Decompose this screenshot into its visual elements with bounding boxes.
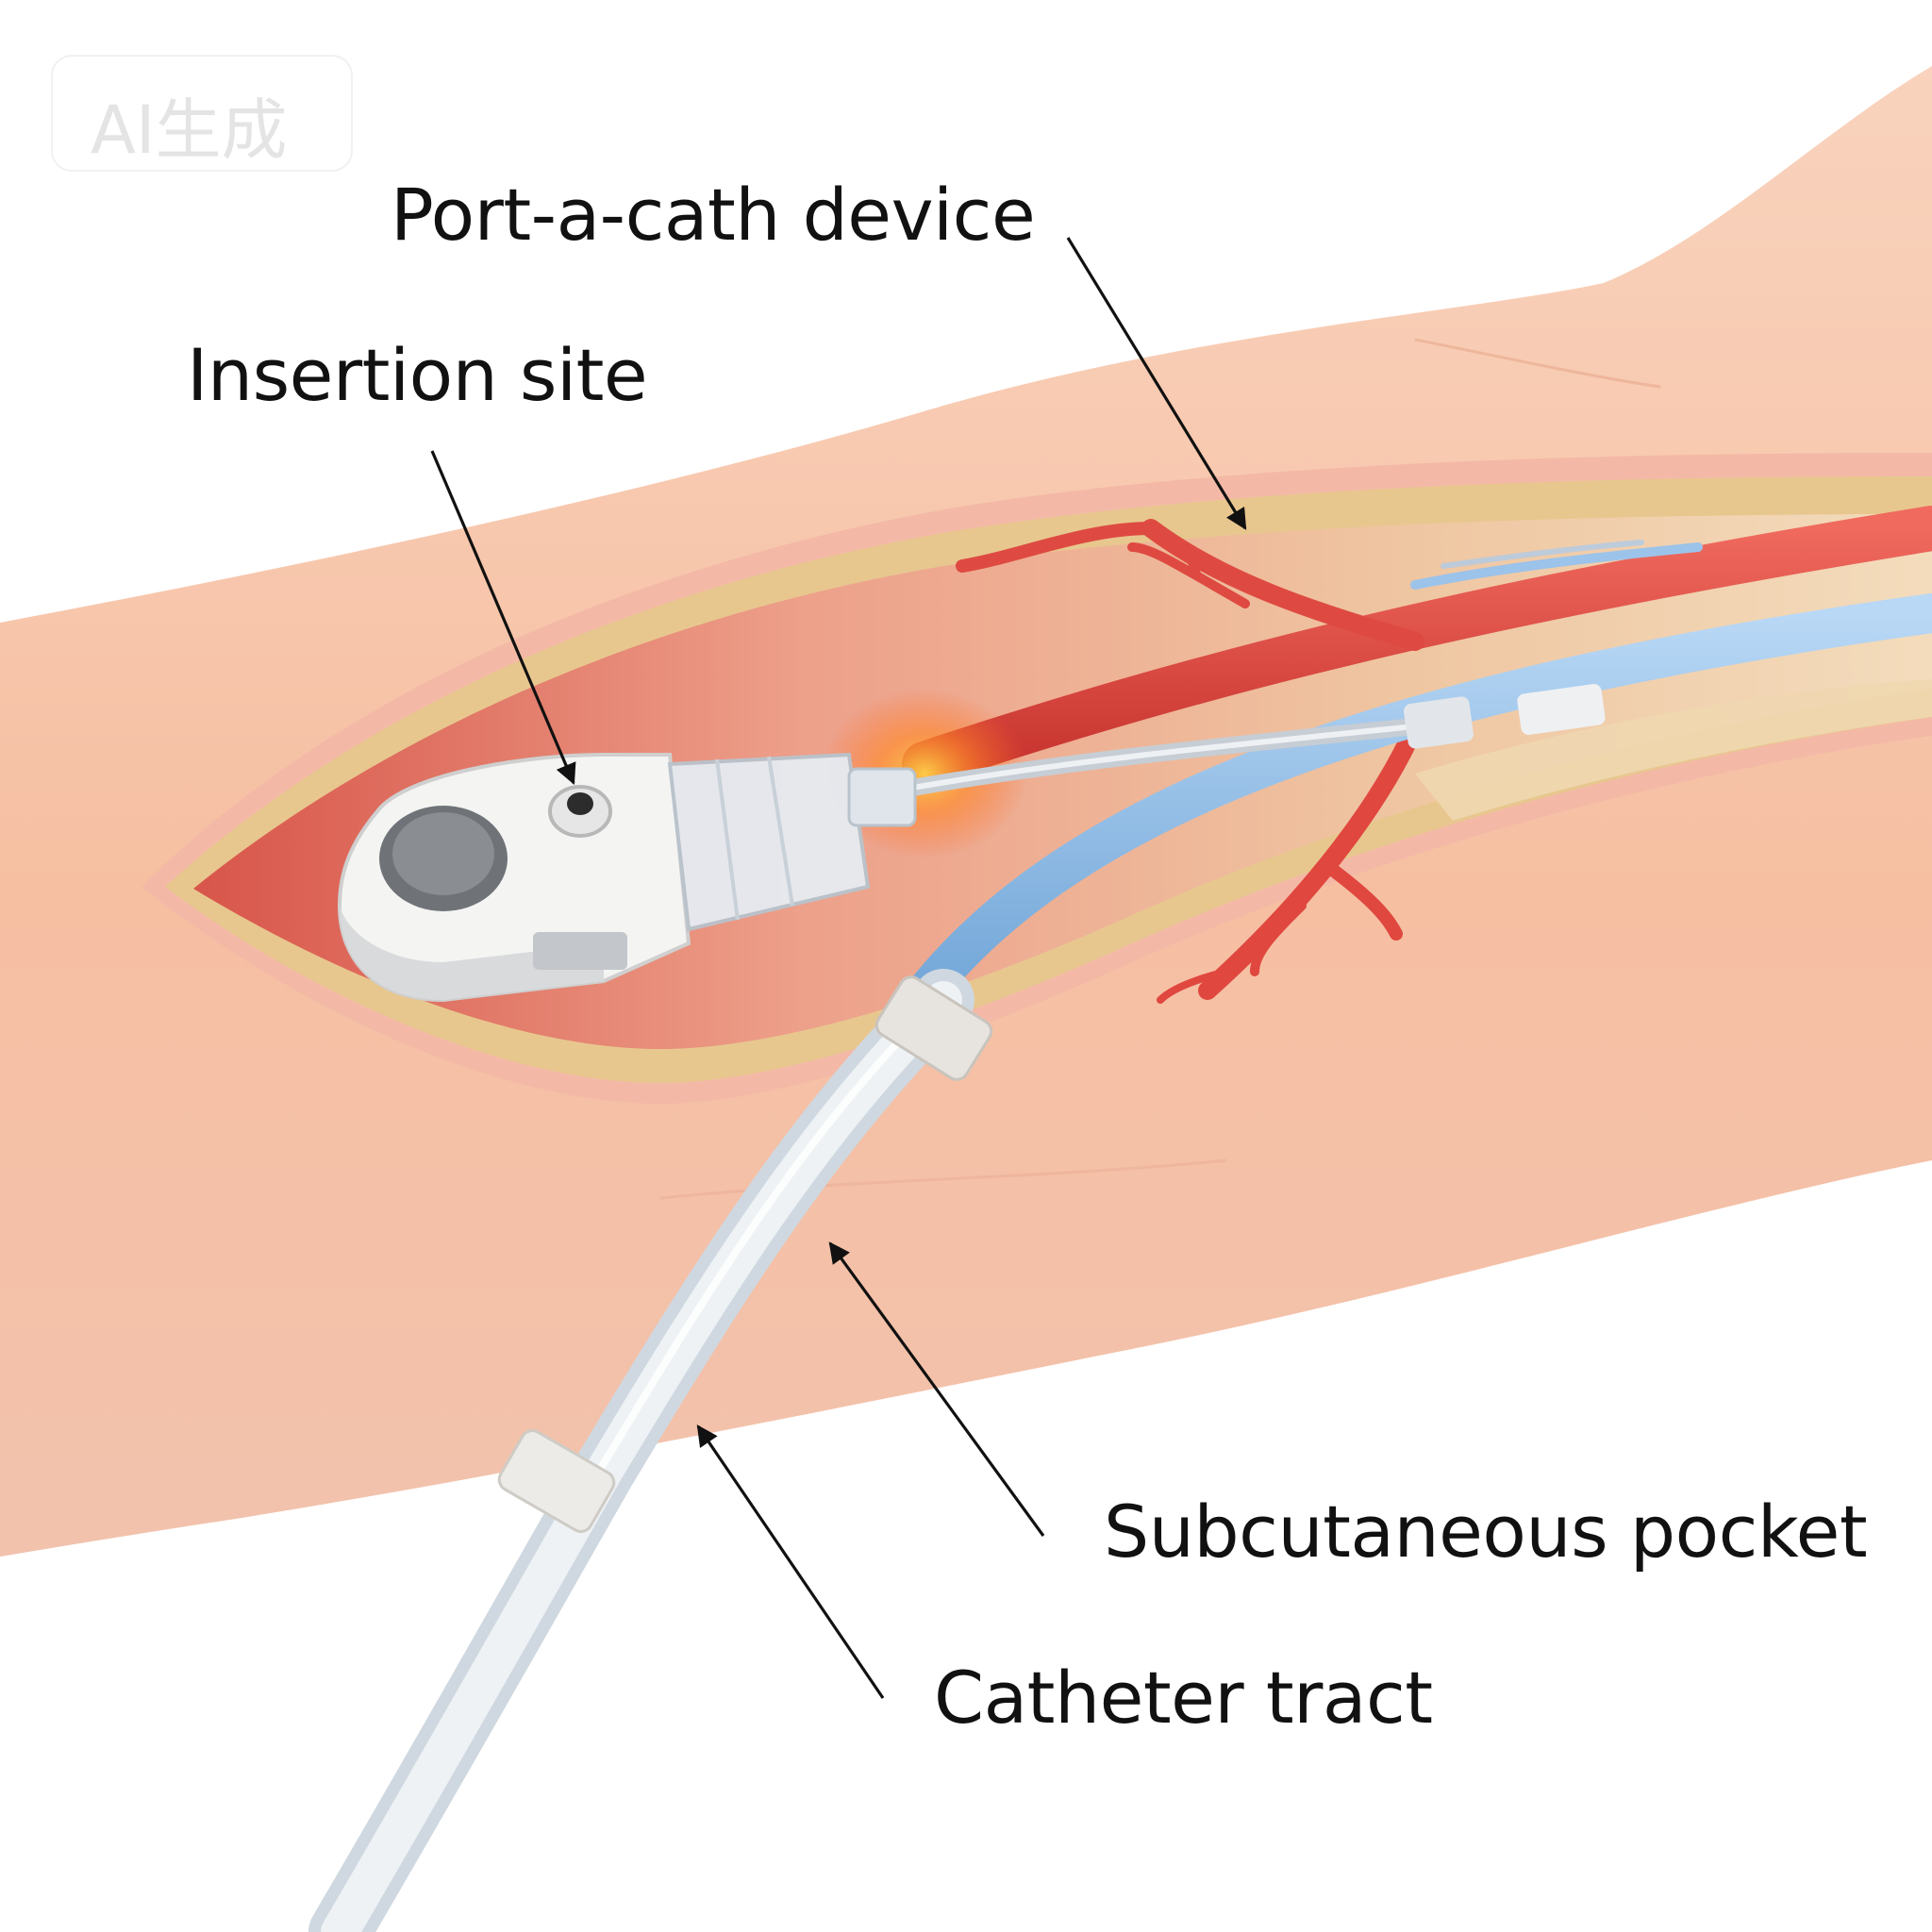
label-subcutaneous-pocket: Subcutaneous pocket — [1104, 1490, 1868, 1574]
connector-tube — [885, 683, 1606, 801]
catheter-rings — [497, 975, 993, 1533]
leader-lines — [430, 237, 1247, 1699]
vein — [886, 540, 1932, 1039]
watermark-top-left: AI生成 — [51, 55, 353, 172]
artery — [902, 506, 1932, 1004]
label-catheter-tract: Catheter tract — [934, 1656, 1433, 1740]
port-device — [337, 752, 917, 1003]
leader-catheter-tract — [696, 1424, 885, 1699]
watermark-bottom-right: 豆包AI生成 — [1615, 1861, 1899, 1923]
label-insertion-site: Insertion site — [187, 333, 648, 417]
watermark-top-left-text: AI生成 — [91, 92, 288, 169]
label-port-device: Port-a-cath device — [391, 173, 1036, 257]
leader-port-device — [1066, 237, 1247, 530]
leader-insertion-site — [430, 450, 576, 786]
leader-subcutaneous-pocket — [828, 1241, 1045, 1537]
